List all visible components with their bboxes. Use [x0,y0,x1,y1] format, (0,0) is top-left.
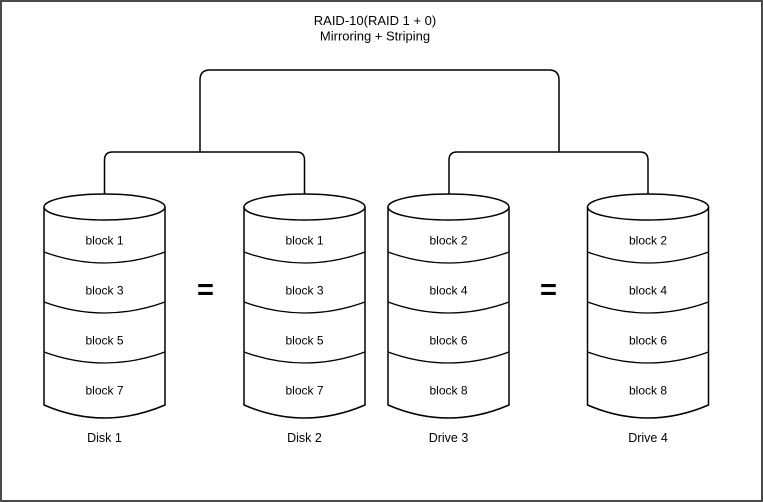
block-divider-line [387,301,510,314]
block-label: block 2 [629,234,667,248]
block-label: block 2 [429,234,467,248]
block-divider-line [387,351,510,364]
block-divider-line [243,351,366,364]
mirror-pair-1-connector-line [103,151,306,197]
block-divider-line [243,251,366,264]
block-label: block 1 [285,234,323,248]
block-label: block 8 [629,384,667,398]
disk-1-cylinder: block 1 block 3 block 5 block 7 Disk 1 [43,193,166,445]
block-label: block 1 [85,234,123,248]
block-label: block 5 [285,334,323,348]
equals-sign-pair-1: = [197,274,214,306]
drive-4-cylinder: block 2 block 4 block 6 block 8 Drive 4 [586,193,710,445]
block-divider-line [587,351,709,364]
disk-2-cylinder: block 1 block 3 block 5 block 7 Disk 2 [243,193,366,445]
equals-sign-pair-2: = [540,274,557,306]
block-label: block 5 [85,334,123,348]
stripe-top-connector-line [199,69,560,153]
disk-name-label: Drive 3 [429,431,469,445]
drive-3-cylinder: block 2 block 4 block 6 block 8 Drive 3 [387,193,510,445]
block-divider-line [587,301,709,314]
block-label: block 3 [285,284,323,298]
block-divider-line [243,301,366,314]
block-divider-line [43,301,166,314]
block-label: block 8 [429,384,467,398]
diagram-subtitle: Mirroring + Striping [320,29,430,44]
diagram-title: RAID-10(RAID 1 + 0) [314,13,436,28]
cylinder-top-face [586,193,710,221]
block-label: block 6 [429,334,467,348]
block-label: block 4 [429,284,467,298]
block-divider-line [43,351,166,364]
block-divider-line [387,251,510,264]
disk-name-label: Drive 4 [628,431,668,445]
block-label: block 3 [85,284,123,298]
disk-name-label: Disk 2 [287,431,322,445]
block-label: block 7 [285,384,323,398]
block-label: block 7 [85,384,123,398]
block-label: block 4 [629,284,667,298]
cylinder-top-face [387,193,510,221]
disk-name-label: Disk 1 [87,431,122,445]
block-divider-line [43,251,166,264]
cylinder-top-face [43,193,166,221]
mirror-pair-2-connector-line [448,151,649,197]
block-label: block 6 [629,334,667,348]
block-divider-line [587,251,709,264]
cylinder-top-face [243,193,366,221]
